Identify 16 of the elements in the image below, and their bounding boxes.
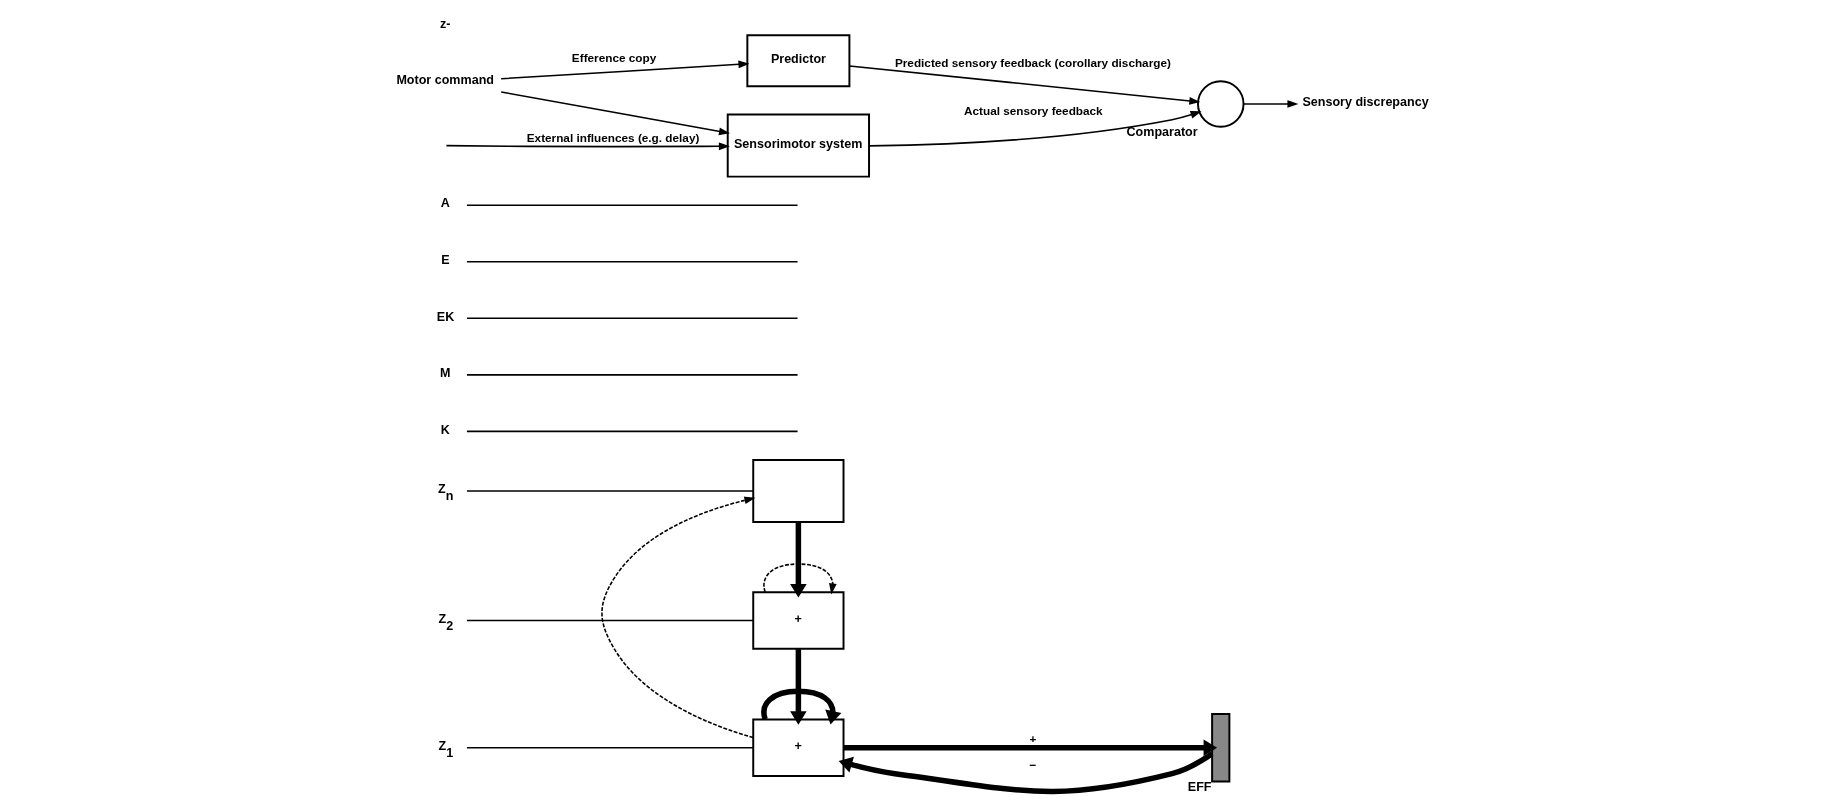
edge-label: Predicted sensory feedback (corollary discharge) [894, 56, 1171, 70]
node-text: EK [436, 309, 454, 324]
node-text: K [440, 422, 450, 437]
node-text: Sensory discrepancy [1301, 95, 1429, 110]
edge-label: Actual sensory feedback [963, 103, 1103, 117]
edge-label: − [1029, 757, 1036, 771]
node-text: Motor command [395, 73, 494, 88]
node-label: Comparator [1126, 125, 1198, 140]
node-label: EFF [1187, 779, 1211, 794]
node-text: E [440, 252, 450, 267]
edge-label: Efference copy [571, 51, 656, 65]
node-text: M [439, 366, 450, 381]
label: z- [439, 16, 450, 31]
edge-label: + [1029, 732, 1036, 746]
edge-label: External influences (e.g. delay) [526, 130, 699, 144]
node-text: A [440, 196, 450, 211]
